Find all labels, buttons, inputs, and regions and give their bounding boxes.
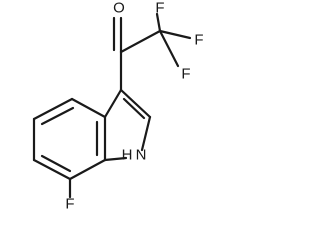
bond-c6-c7 bbox=[32, 158, 72, 181]
bond-cf3-f-bottom bbox=[158, 29, 180, 68]
bond-cf3-f-top bbox=[155, 12, 162, 33]
double-bond-c4-c5-inner bbox=[40, 106, 75, 126]
bond-c7-c7a bbox=[68, 158, 107, 181]
bond-c3-c2 bbox=[119, 88, 152, 119]
atom-fluorine-right: F bbox=[194, 32, 203, 49]
atom-oxygen: O bbox=[113, 0, 125, 17]
bond-c2-n1 bbox=[140, 115, 152, 152]
atom-fluorine-top: F bbox=[155, 0, 164, 17]
trifluoroacetyl-group bbox=[112, 12, 192, 92]
pyrrole-ring bbox=[103, 88, 152, 162]
bond-cf3-f-right bbox=[158, 29, 192, 40]
bond-c3a-c4 bbox=[70, 97, 107, 119]
bond-carbonyl-cf3 bbox=[119, 29, 162, 54]
double-bond-c3-c2-inner bbox=[122, 97, 146, 120]
atom-fluorine-ring: F bbox=[65, 196, 74, 213]
benzene-ring bbox=[32, 97, 107, 181]
double-bond-c6-c7-inner bbox=[40, 154, 72, 173]
bond-n1-c7a bbox=[103, 156, 128, 162]
molecule-structure: O F F F F H N bbox=[32, 0, 204, 213]
atom-nitrogen-hydrogen: H bbox=[122, 147, 133, 164]
bond-c3a-c3 bbox=[103, 88, 123, 119]
atom-nitrogen: N bbox=[136, 147, 147, 164]
atom-fluorine-bottom: F bbox=[181, 66, 190, 83]
bond-c4-c5 bbox=[32, 97, 74, 121]
